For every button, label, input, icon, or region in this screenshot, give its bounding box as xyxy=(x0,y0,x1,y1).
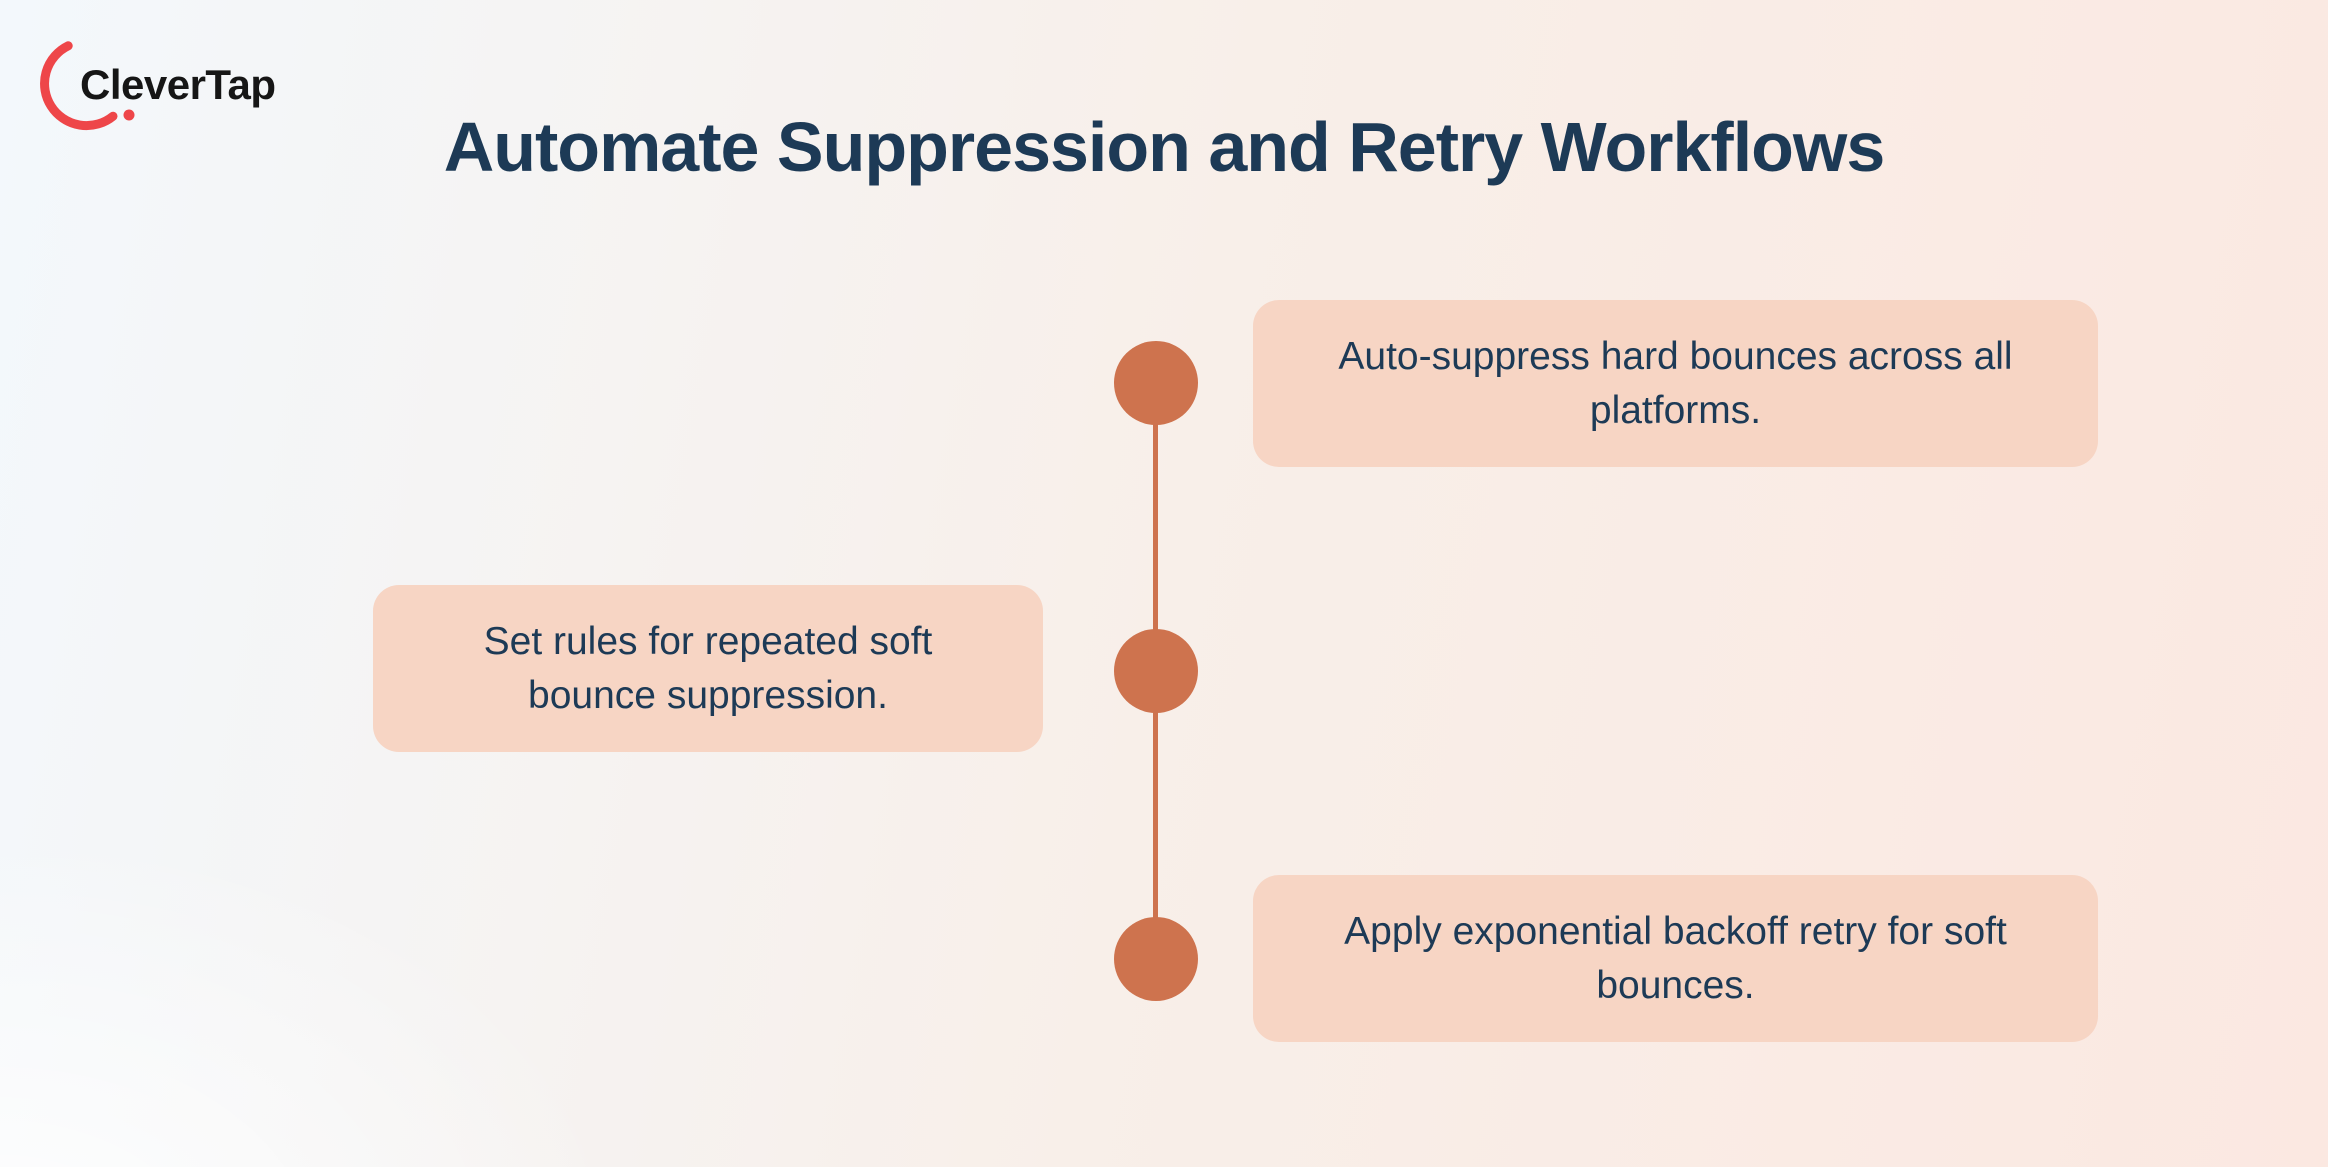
step-card-2-label: Set rules for repeated soft bounce suppr… xyxy=(483,619,933,717)
timeline-node-1 xyxy=(1114,341,1198,425)
clevertap-logo-text: CleverTap xyxy=(80,61,276,108)
step-card-3: Apply exponential backoff retry for soft… xyxy=(1253,875,2098,1042)
page-title: Automate Suppression and Retry Workflows xyxy=(443,108,1886,186)
step-card-1-label: Auto-suppress hard bounces across all pl… xyxy=(1338,334,2013,432)
step-card-2: Set rules for repeated soft bounce suppr… xyxy=(373,585,1043,752)
timeline-node-2 xyxy=(1114,629,1198,713)
timeline-node-3 xyxy=(1114,917,1198,1001)
step-card-3-label: Apply exponential backoff retry for soft… xyxy=(1344,909,2007,1007)
clevertap-dot-icon xyxy=(123,109,135,121)
step-card-1: Auto-suppress hard bounces across all pl… xyxy=(1253,300,2098,467)
clevertap-logo: CleverTap xyxy=(38,36,338,156)
clevertap-arc-icon xyxy=(40,41,135,131)
